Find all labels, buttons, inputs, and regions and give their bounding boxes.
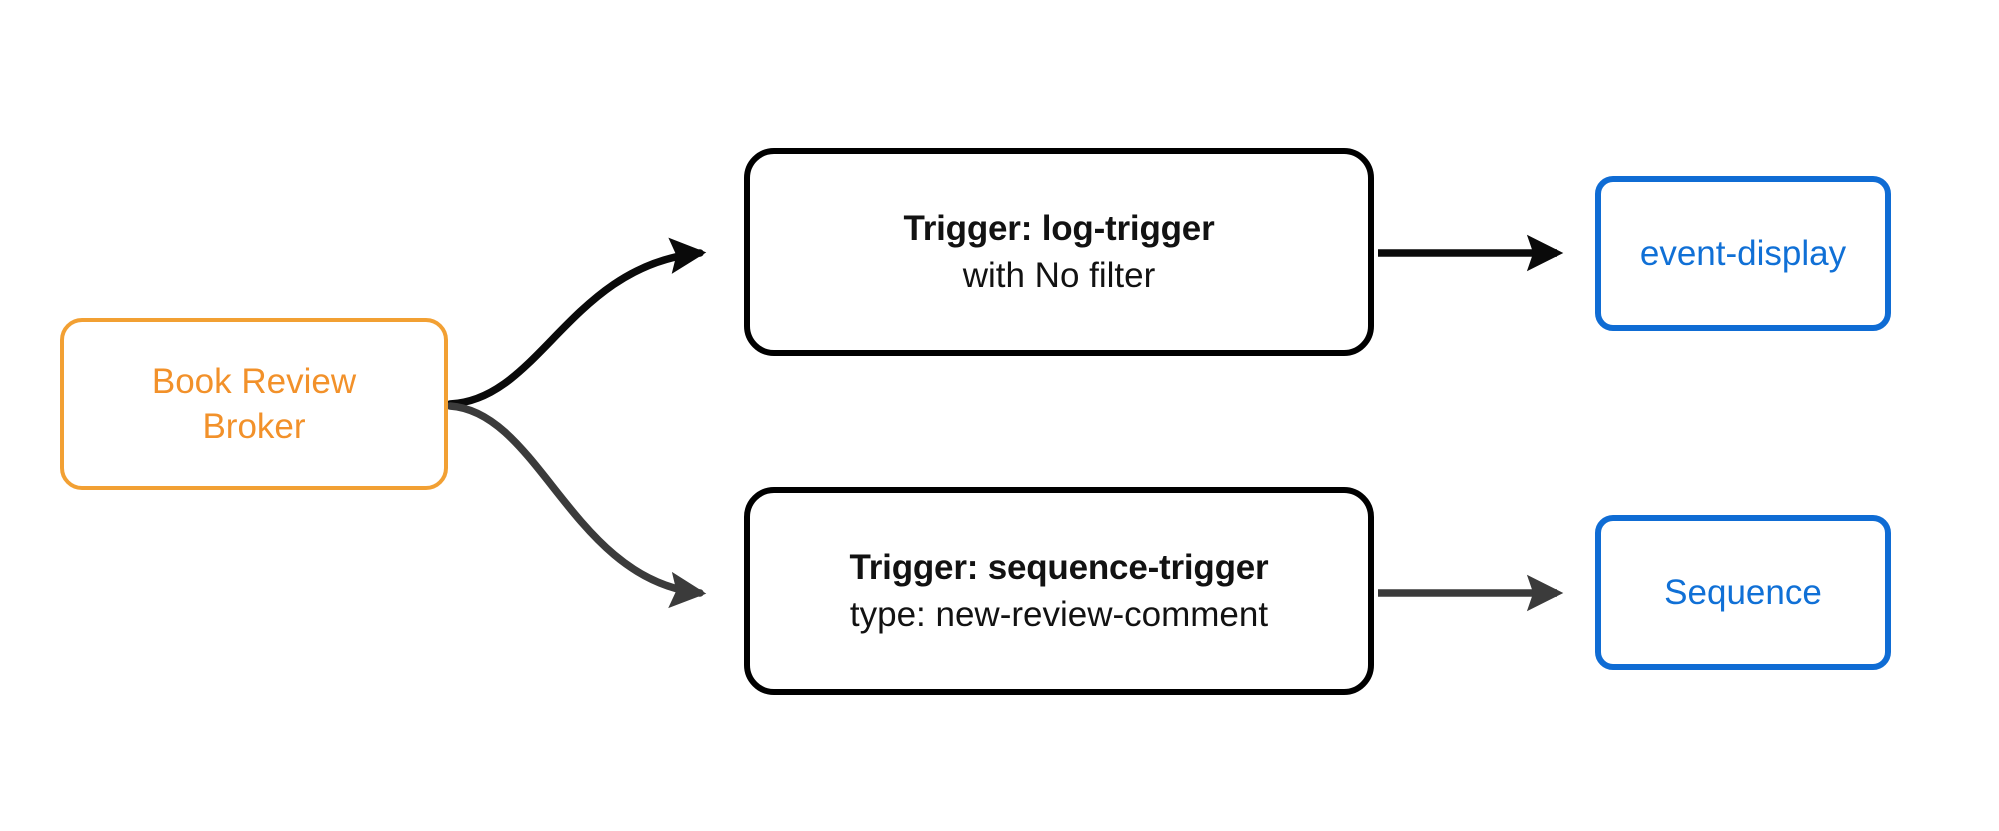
node-sequence-trigger[interactable]: Trigger: sequence-trigger type: new-revi…	[744, 487, 1374, 695]
broker-label-line2: Broker	[202, 407, 306, 446]
edge-broker-to-log-trigger	[446, 237, 707, 408]
edge-broker-to-sequence-trigger	[446, 402, 707, 609]
node-book-review-broker[interactable]: Book Review Broker	[60, 318, 448, 490]
broker-label-line1: Book Review	[151, 361, 357, 401]
node-sequence[interactable]: Sequence	[1595, 515, 1891, 670]
event-display-label: event-display	[1639, 233, 1847, 273]
log-trigger-title: Trigger: log-trigger	[903, 208, 1215, 248]
node-event-display[interactable]: event-display	[1595, 176, 1891, 331]
sequence-trigger-subtitle: type: new-review-comment	[849, 595, 1269, 634]
node-log-trigger[interactable]: Trigger: log-trigger with No filter	[744, 148, 1374, 356]
sequence-label: Sequence	[1664, 572, 1822, 612]
sequence-trigger-title: Trigger: sequence-trigger	[849, 547, 1269, 587]
log-trigger-subtitle: with No filter	[962, 256, 1156, 295]
